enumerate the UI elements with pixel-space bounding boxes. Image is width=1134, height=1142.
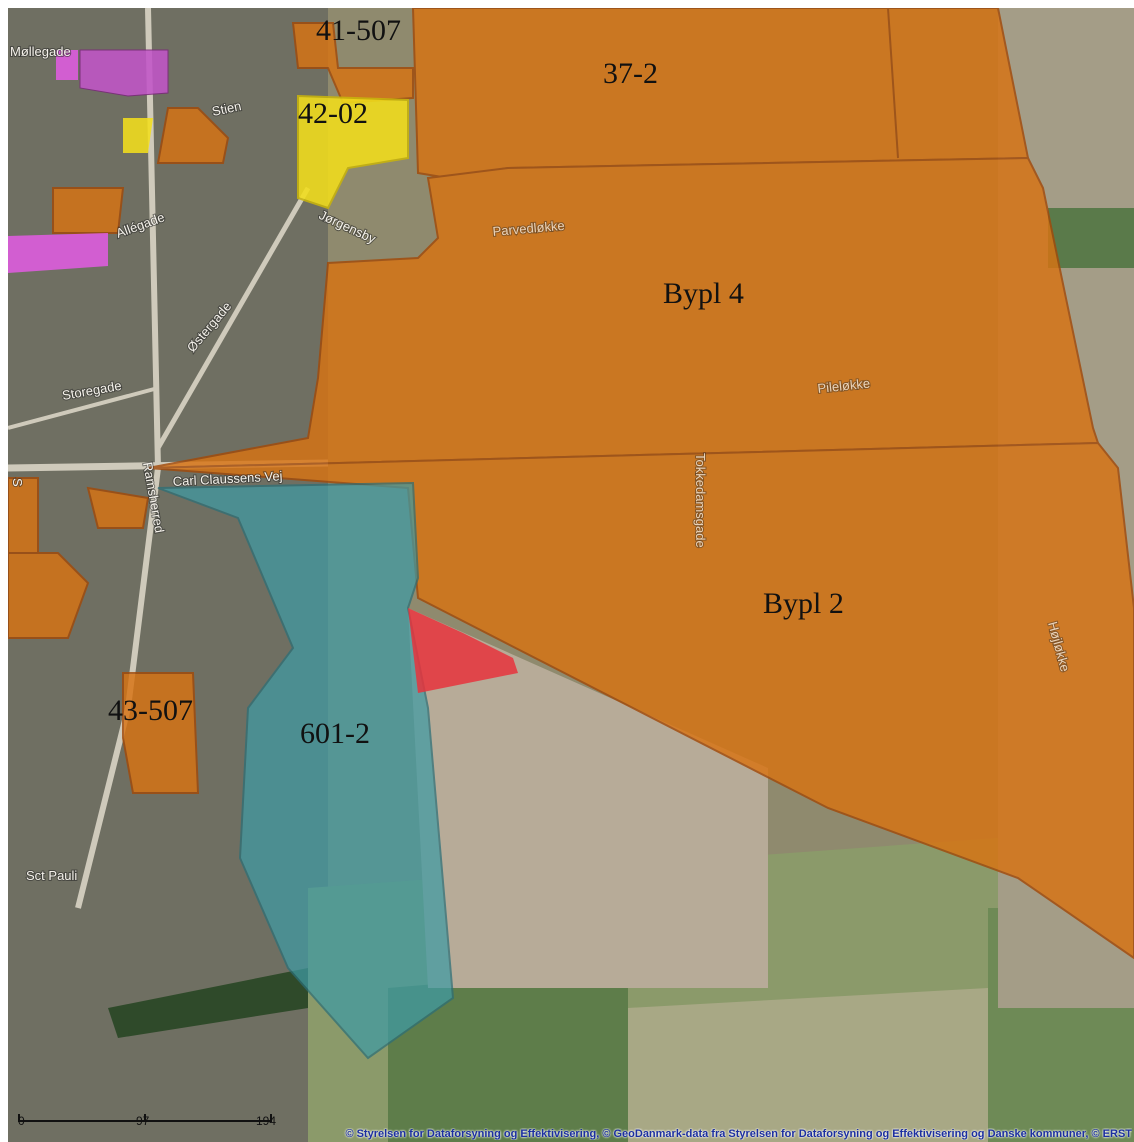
scale-label-mid: 97 <box>136 1114 150 1128</box>
zone-west-d[interactable] <box>156 107 230 164</box>
zone-yellow-small[interactable] <box>123 118 153 153</box>
zone-label-42-02: 42-02 <box>298 97 368 130</box>
zone-purple-a[interactable] <box>79 49 169 97</box>
zone-label-37-2: 37-2 <box>603 57 658 90</box>
street-label-sct-pauli: Sct Pauli <box>26 868 77 883</box>
zone-pink-b[interactable] <box>8 233 108 273</box>
street-label-stien: Stien <box>211 98 243 119</box>
zone-41-507-area[interactable] <box>291 22 414 105</box>
map-attribution: © Styrelsen for Dataforsyning og Effekti… <box>345 1128 1132 1140</box>
zone-west-e[interactable] <box>8 477 39 554</box>
zone-label-bypl-2: Bypl 2 <box>763 587 844 620</box>
zone-37-2-area[interactable] <box>411 8 1030 180</box>
zone-west-b[interactable] <box>86 486 150 529</box>
scale-bar: 0 97 194 <box>18 1108 278 1128</box>
zone-label-43-507: 43-507 <box>108 694 193 727</box>
zone-42-02-area[interactable] <box>297 94 409 210</box>
street-label-mollegade: Møllegade <box>10 44 71 59</box>
zone-pink-a[interactable] <box>56 50 78 80</box>
scale-tick-mid <box>144 1114 146 1122</box>
street-label-s: S <box>10 478 25 487</box>
scale-label-start: 0 <box>18 1114 25 1128</box>
scale-tick-start <box>18 1114 20 1122</box>
zone-label-bypl-4: Bypl 4 <box>663 277 744 310</box>
zone-label-41-507: 41-507 <box>316 14 401 47</box>
zone-label-601-2: 601-2 <box>300 717 370 750</box>
map-view[interactable]: 37-2 42-02 41-507 Bypl 4 Bypl 2 601-2 43… <box>8 8 1134 1142</box>
road-ramsherred <box>75 8 162 909</box>
zone-technical-red[interactable] <box>408 608 518 693</box>
street-label-pileloekke: Pileløkke <box>817 376 871 396</box>
zone-west-a[interactable] <box>8 552 90 639</box>
east-green-patch <box>1048 208 1134 268</box>
street-label-parvedlokke: Parvedløkke <box>492 218 565 239</box>
street-label-tokkedamsgade: Tokkedamsgade <box>693 453 708 548</box>
green-field <box>388 968 628 1142</box>
road-ostergade <box>155 186 311 450</box>
zone-west-c[interactable] <box>52 187 125 234</box>
bare-field <box>408 608 768 988</box>
zone-601-2-area[interactable] <box>157 481 455 1060</box>
orchard <box>108 968 308 1038</box>
scale-label-end: 194 <box>256 1114 277 1128</box>
zone-43-507-area[interactable] <box>122 672 200 794</box>
street-label-carl-claussens: Carl Claussens Vej <box>172 468 283 489</box>
scale-tick-end <box>270 1114 272 1122</box>
road-storegade <box>8 386 159 430</box>
field-light <box>628 988 988 1142</box>
